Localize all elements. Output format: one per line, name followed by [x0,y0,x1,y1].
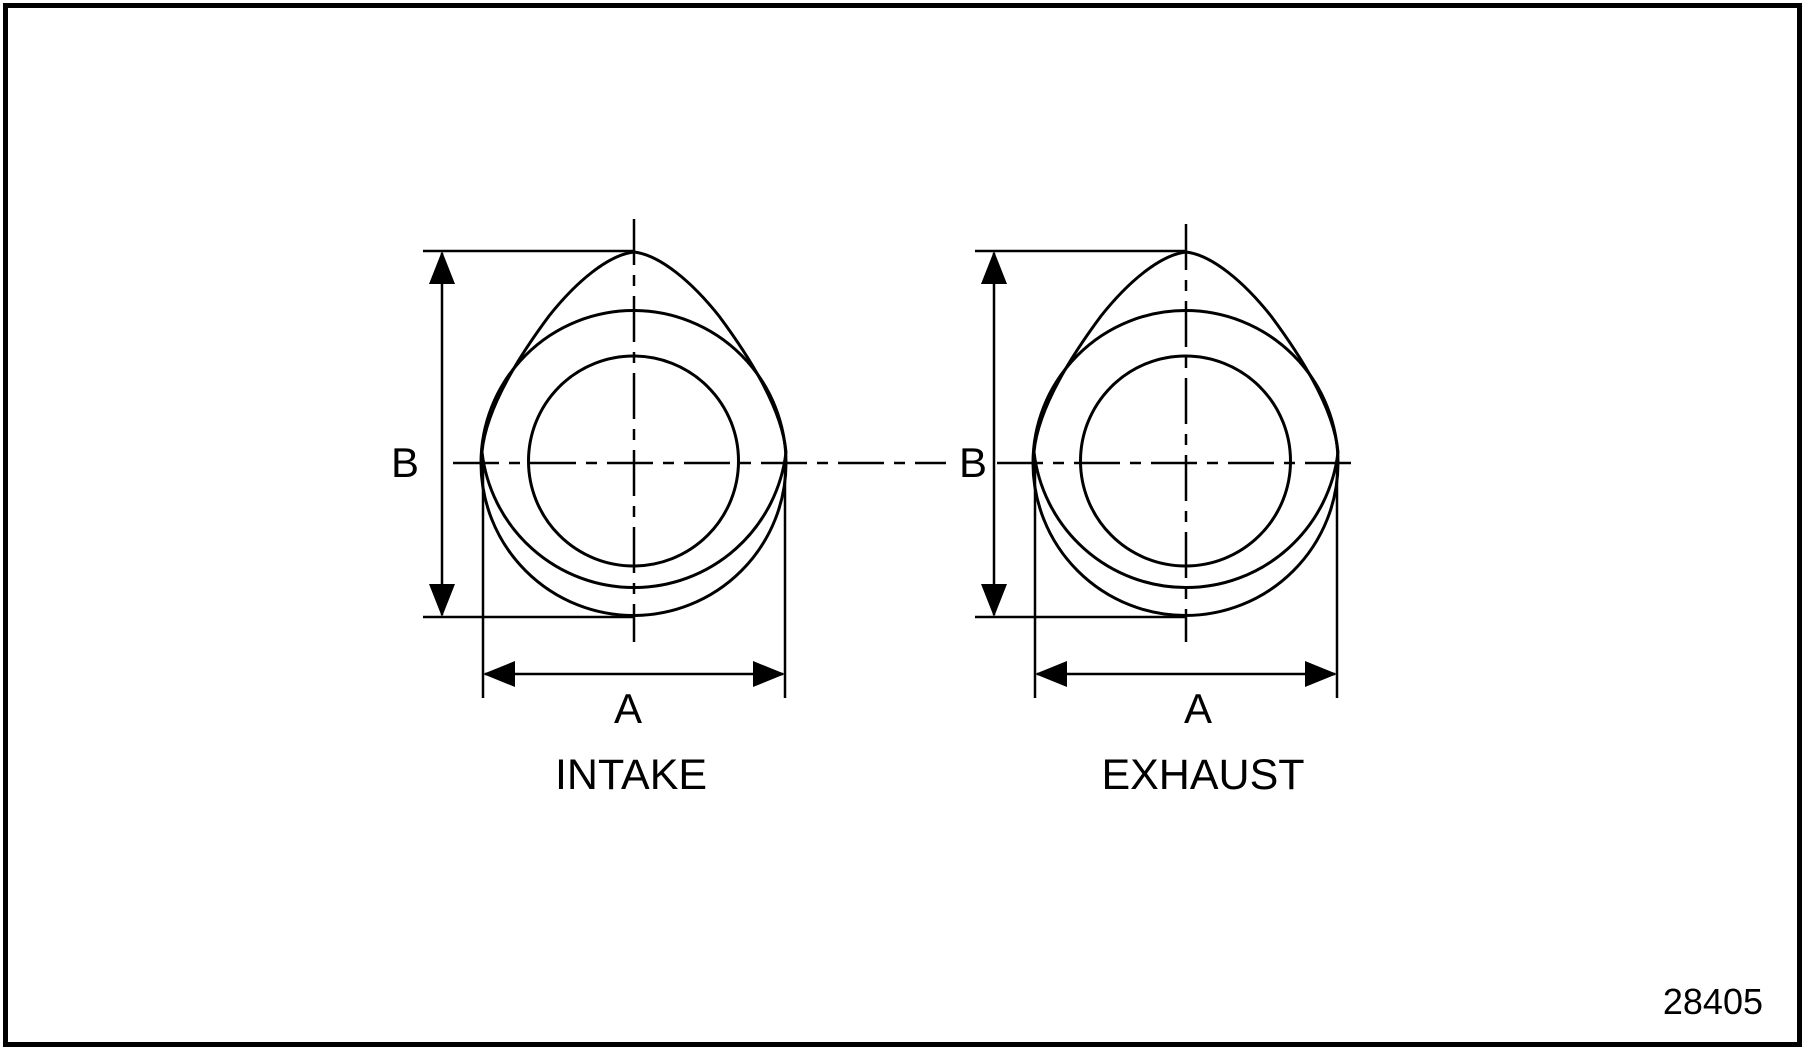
figure-border [3,3,1802,1047]
intake-height-dim-label: B [391,439,419,486]
exhaust-label: EXHAUST [1101,751,1304,799]
intake-label: INTAKE [555,751,707,799]
exhaust-height-arrow-down-icon [981,584,1007,617]
intake-lobe: B A INTAKE [391,219,788,799]
exhaust-width-arrow-left-icon [1035,661,1067,687]
intake-width-arrow-left-icon [483,661,515,687]
exhaust-width-dimension [1033,462,1339,698]
exhaust-height-dimension [975,249,1186,619]
exhaust-linework [975,224,1340,698]
exhaust-cam-profile [1032,250,1340,590]
intake-width-dim-label: A [614,685,642,732]
intake-height-dimension [423,249,634,619]
exhaust-height-dim-label: B [959,439,987,486]
intake-width-dimension [481,462,787,698]
intake-height-arrow-up-icon [429,251,455,284]
exhaust-width-dim-label: A [1184,685,1212,732]
intake-width-arrow-right-icon [753,661,785,687]
exhaust-lobe: B A EXHAUST [959,224,1340,799]
exhaust-width-arrow-right-icon [1305,661,1337,687]
intake-linework [423,219,788,698]
intake-height-arrow-down-icon [429,584,455,617]
exhaust-height-arrow-up-icon [981,251,1007,284]
figure-number: 28405 [1663,981,1763,1022]
